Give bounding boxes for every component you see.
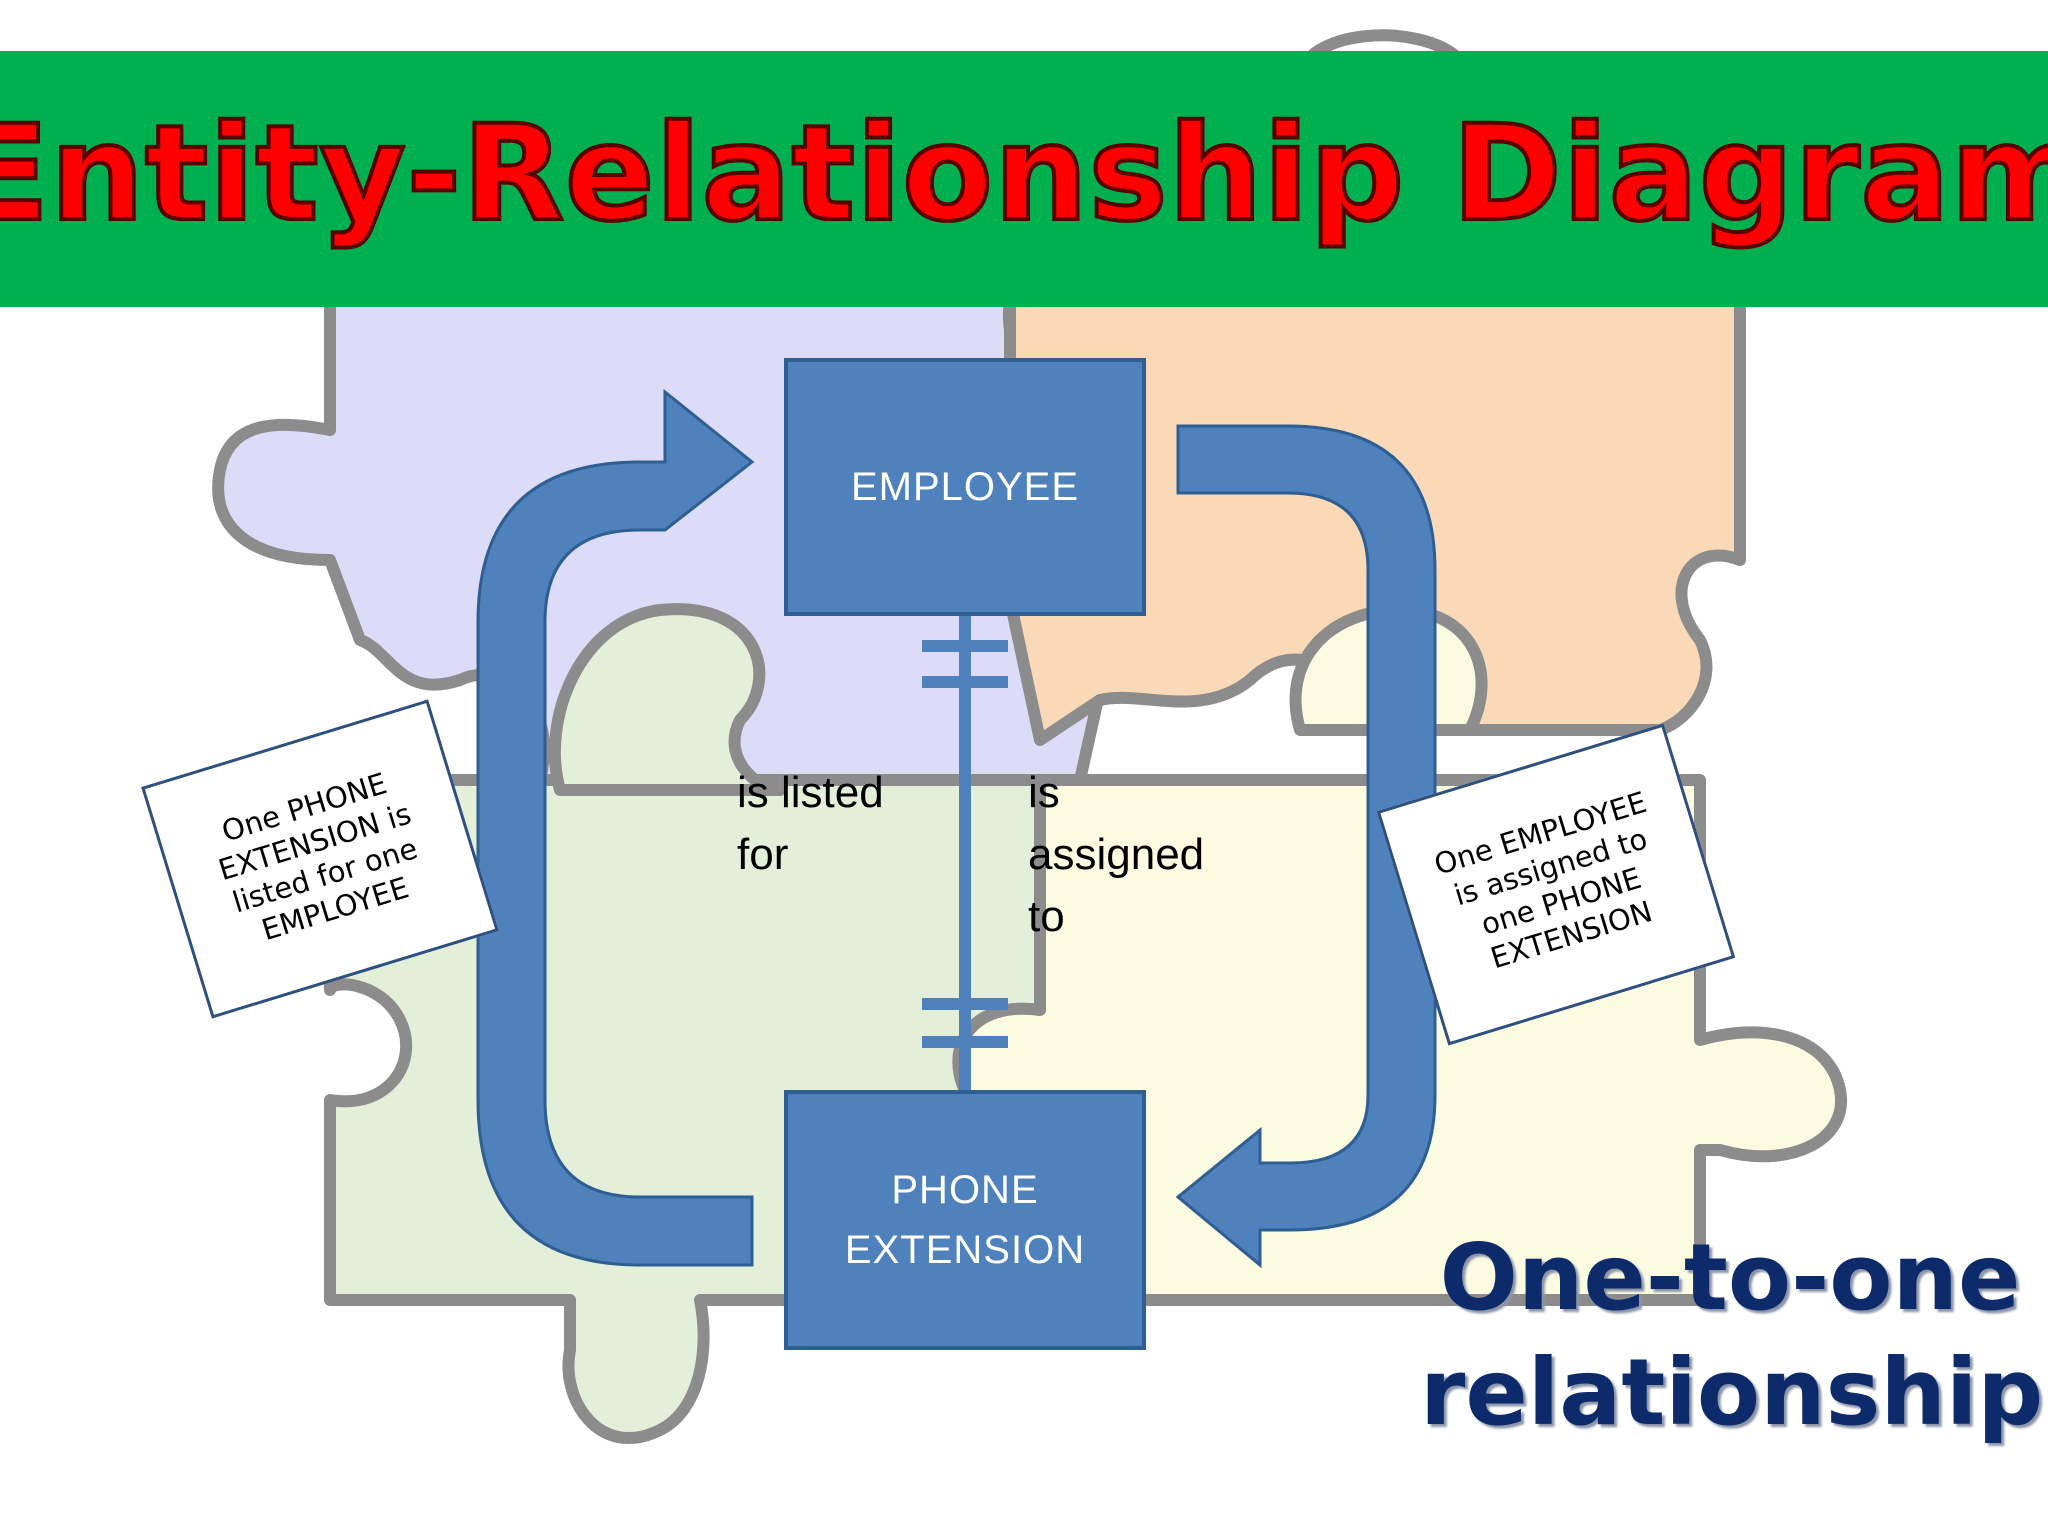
entity-phone-extension: PHONE EXTENSION (784, 1090, 1146, 1350)
note-right-text: One EMPLOYEE is assigned to one PHONE EX… (1430, 784, 1657, 976)
arrow-left-curved (476, 388, 755, 1267)
slide-title: Entity-Relationship Diagram (0, 95, 2048, 253)
arrow-right-curved (1175, 424, 1437, 1269)
entity-employee-label: EMPLOYEE (850, 465, 1080, 509)
puzzle-piece-green-knob (548, 603, 786, 796)
relationship-label-is-listed-for: is listed for (737, 768, 884, 879)
relationship-label-is-assigned-to: is assigned to (1028, 768, 1205, 941)
note-left-text: One PHONE EXTENSION is listed for one EM… (214, 766, 422, 948)
relationship-type-label: One-to-one relationship (1420, 1224, 2044, 1446)
entity-employee: EMPLOYEE (784, 358, 1146, 616)
entity-phone-extension-label: PHONE EXTENSION (844, 1168, 1086, 1272)
title-banner: Entity-Relationship Diagram (0, 51, 2048, 307)
relationship-line (922, 616, 1008, 1090)
